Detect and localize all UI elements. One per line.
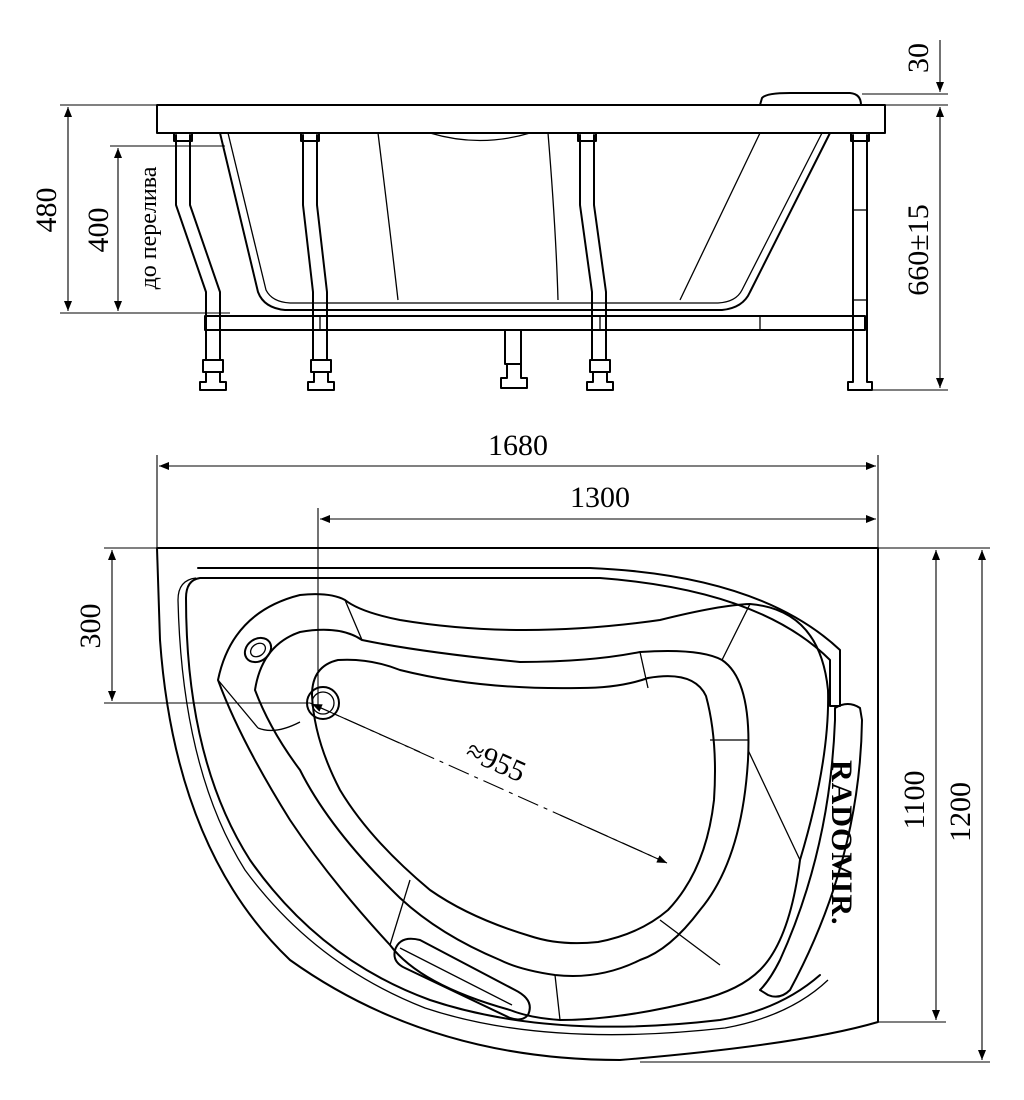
side-right-dimensions <box>862 40 948 391</box>
head-pillow <box>393 937 531 1021</box>
basin-floor <box>311 658 716 945</box>
side-view: 480 400 до перелива 30 660±15 <box>30 40 948 391</box>
dim-1300-label: 1300 <box>570 481 630 514</box>
dim-300-label: 300 <box>74 604 107 649</box>
frame-rail <box>204 315 866 331</box>
basin-outer <box>217 593 830 1021</box>
tub-outline <box>156 547 879 1061</box>
tub-body <box>219 132 831 311</box>
tub-rim <box>156 104 886 134</box>
brand-label: RADOMIR. <box>825 760 858 926</box>
rim-inner-line <box>185 567 841 1028</box>
basin-section-lines <box>217 599 801 1021</box>
dim-480-label: 480 <box>30 188 63 233</box>
dim-400-label: 400 <box>82 208 115 253</box>
overflow-hole <box>243 636 273 664</box>
dim-30-label: 30 <box>902 43 935 73</box>
dim-660-label: 660±15 <box>902 204 935 295</box>
basin-mid <box>254 628 750 977</box>
side-left-dimensions <box>60 104 230 314</box>
top-width-dimensions <box>156 455 879 706</box>
dim-1100-label: 1100 <box>898 771 931 830</box>
support-legs <box>173 132 873 391</box>
top-depth-dimensions <box>640 547 990 1063</box>
dim-300 <box>104 547 310 704</box>
dim-1680-label: 1680 <box>488 429 548 462</box>
overflow-label: до перелива <box>136 166 162 289</box>
dim-955 <box>309 702 668 864</box>
headrest-side <box>759 92 862 106</box>
dim-955-label: ≈955 <box>461 734 531 789</box>
dim-1200-label: 1200 <box>944 782 977 842</box>
rim-inner-line-2 <box>177 577 829 1036</box>
brand-plate: RADOMIR. <box>759 703 863 998</box>
top-view: 1680 1300 <box>74 429 990 1063</box>
